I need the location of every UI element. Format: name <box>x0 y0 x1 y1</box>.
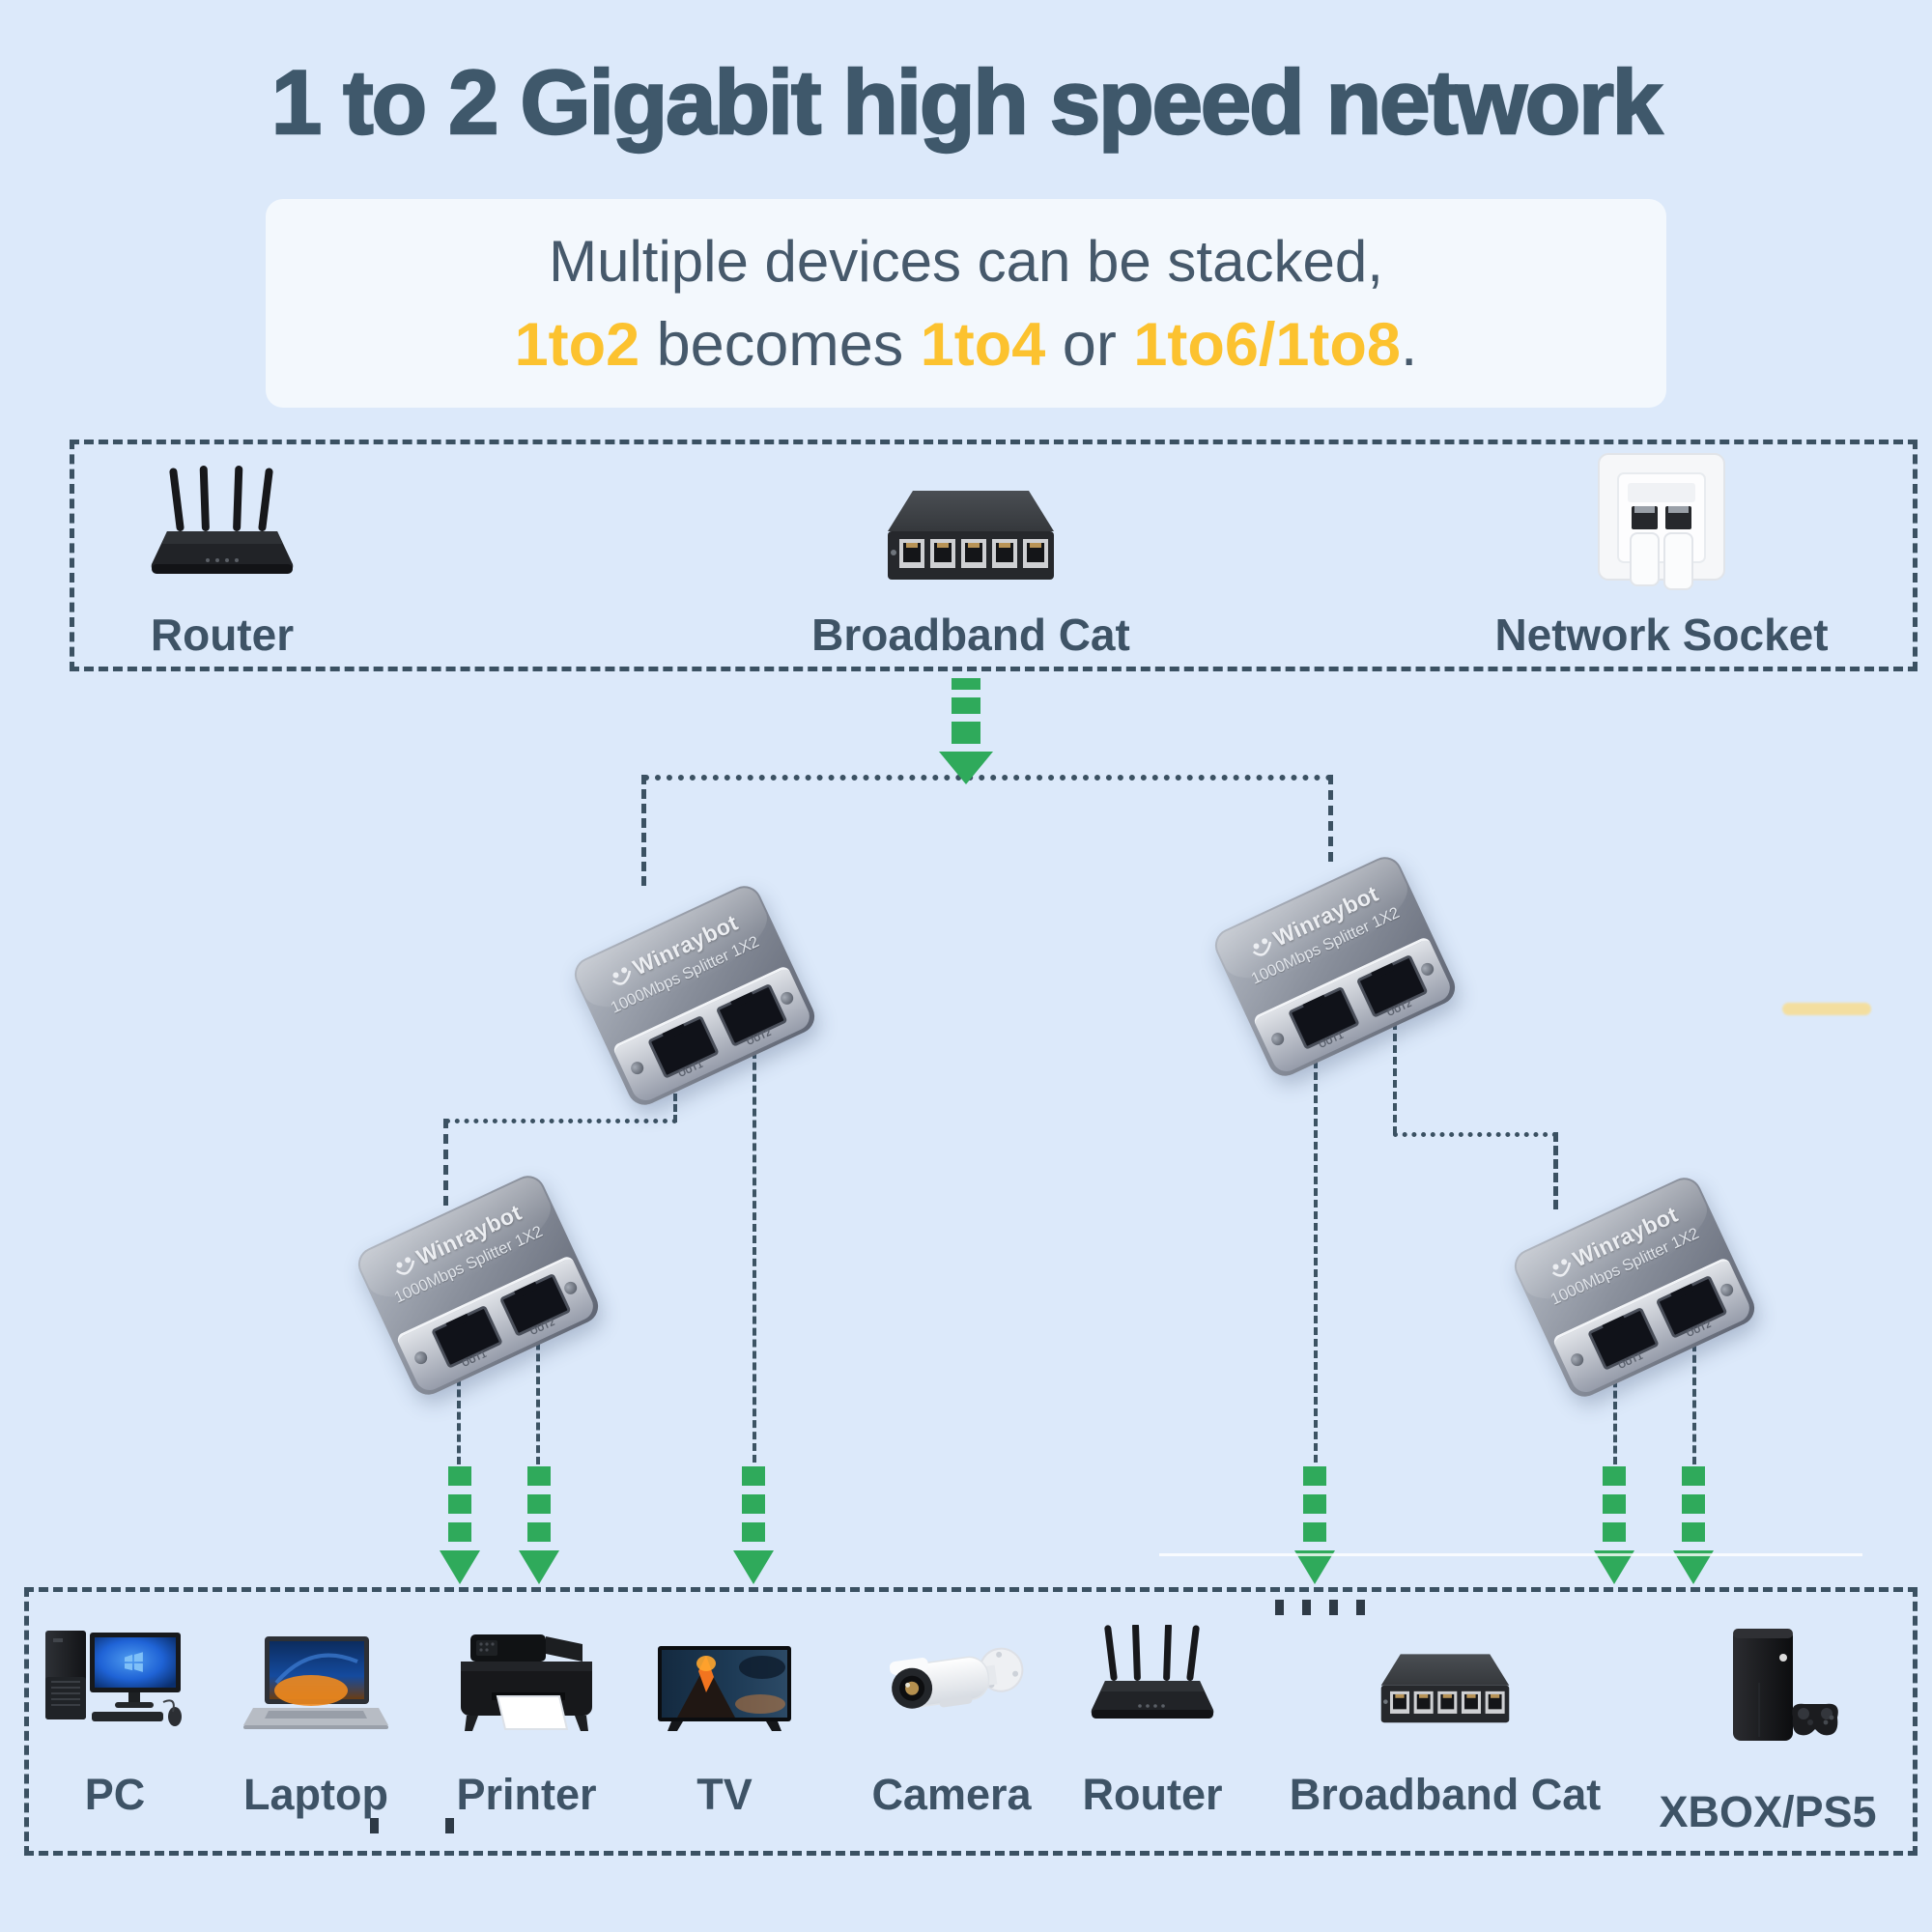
client-device-router: Router <box>1056 1625 1249 1820</box>
info-line-1: Multiple devices can be stacked, <box>549 229 1383 294</box>
tv-icon <box>656 1625 793 1733</box>
photo-artifact-line <box>1159 1553 1862 1556</box>
down-arrow-icon <box>519 1466 559 1584</box>
connector-tl-out1-across <box>445 1119 677 1123</box>
client-router-label: Router <box>1082 1770 1223 1819</box>
stack-ellipsis-dots <box>1275 1600 1365 1615</box>
down-arrow-icon <box>1673 1466 1714 1584</box>
source-devices-box <box>70 440 1918 671</box>
connector-bl-out1-down <box>457 1345 461 1464</box>
client-device-laptop: Laptop <box>219 1625 412 1820</box>
connector-tr-out2-across <box>1393 1132 1557 1137</box>
highlight-1to4: 1to4 <box>920 311 1046 379</box>
down-arrow-icon <box>939 678 993 784</box>
connector-branch-right-stub <box>1328 775 1333 862</box>
down-arrow-icon <box>440 1466 480 1584</box>
screw-icon <box>1419 960 1436 978</box>
laptop-label: Laptop <box>243 1770 388 1819</box>
connector-br-out1-down <box>1613 1347 1617 1464</box>
screw-icon <box>1719 1281 1736 1298</box>
source-device-router: Router <box>106 456 338 661</box>
screw-icon <box>412 1349 430 1367</box>
screw-icon <box>1569 1350 1586 1369</box>
wall-socket-icon <box>1588 448 1735 593</box>
pc-label: PC <box>84 1770 146 1819</box>
connector-into-bottom-left-splitter <box>443 1119 448 1206</box>
client-device-tv: TV <box>628 1625 821 1820</box>
winraybot-logo-icon <box>1253 938 1272 956</box>
client-device-xbox-ps5: XBOX/PS5 <box>1642 1625 1893 1837</box>
photo-artifact-smudge <box>1782 1003 1871 1015</box>
splitter-device-top-left: Winraybot 1000Mbps Splitter 1X2 OUT1 OUT… <box>568 880 821 1111</box>
text-period: . <box>1400 311 1418 379</box>
splitter-device-top-right: Winraybot 1000Mbps Splitter 1X2 OUT1 OUT… <box>1208 851 1462 1082</box>
connector-tr-out1-down <box>1314 1026 1318 1463</box>
router-icon <box>140 466 304 593</box>
tv-label: TV <box>696 1770 753 1819</box>
down-arrow-icon <box>1594 1466 1634 1584</box>
info-box: Multiple devices can be stacked, 1to2 be… <box>266 199 1666 408</box>
client-device-printer: Printer <box>430 1625 623 1820</box>
connector-tl-out2-down <box>753 1016 756 1463</box>
camera-icon <box>879 1625 1024 1733</box>
highlight-1to2: 1to2 <box>514 311 640 379</box>
splitter-brand: Winraybot <box>360 1186 555 1295</box>
laptop-icon <box>243 1625 388 1733</box>
connector-tr-out2-down <box>1393 987 1397 1134</box>
client-device-camera: Camera <box>845 1625 1058 1820</box>
splitter-device-bottom-left: Winraybot 1000Mbps Splitter 1X2 OUT1 OUT… <box>352 1170 605 1401</box>
source-device-network-socket: Network Socket <box>1494 453 1829 661</box>
screw-icon <box>629 1059 646 1077</box>
network-switch-icon <box>874 475 1067 593</box>
screw-icon <box>1269 1030 1287 1048</box>
screw-icon <box>779 989 796 1007</box>
client-device-pc: PC <box>18 1625 212 1820</box>
connector-branch-left-stub <box>641 775 646 886</box>
splitter-brand: Winraybot <box>577 896 772 1006</box>
client-broadband-cat-label: Broadband Cat <box>1289 1770 1602 1819</box>
splitter-device-bottom-right: Winraybot 1000Mbps Splitter 1X2 OUT1 OUT… <box>1508 1172 1761 1403</box>
connector-br-out2-down <box>1692 1310 1696 1464</box>
game-console-icon <box>1690 1625 1845 1750</box>
highlight-1to6-1to8: 1to6/1to8 <box>1133 311 1401 379</box>
text-or: or <box>1045 311 1134 379</box>
printer-label: Printer <box>456 1770 597 1819</box>
down-arrow-icon <box>733 1466 774 1584</box>
winraybot-logo-icon <box>1552 1259 1572 1277</box>
pc-icon <box>42 1625 188 1733</box>
printer-icon <box>453 1625 600 1733</box>
winraybot-logo-icon <box>612 967 632 985</box>
dash-mark <box>370 1818 379 1833</box>
network-switch-icon <box>1363 1625 1527 1733</box>
info-line-2: 1to2 becomes 1to4 or 1to6/1to8. <box>266 310 1666 380</box>
page-title: 1 to 2 Gigabit high speed network <box>270 50 1664 154</box>
connector-bl-out2-down <box>536 1308 540 1464</box>
screw-icon <box>562 1279 580 1296</box>
source-broadband-cat-label: Broadband Cat <box>811 610 1130 660</box>
winraybot-logo-icon <box>396 1257 415 1275</box>
dash-mark <box>445 1818 454 1833</box>
splitter-brand: Winraybot <box>1217 867 1412 977</box>
router-icon <box>1082 1625 1223 1733</box>
down-arrow-icon <box>1294 1466 1335 1584</box>
source-network-socket-label: Network Socket <box>1494 610 1829 660</box>
text-becomes: becomes <box>639 311 921 379</box>
source-device-broadband-cat: Broadband Cat <box>811 456 1130 661</box>
client-devices-box <box>24 1587 1918 1856</box>
xbox-ps5-label: XBOX/PS5 <box>1659 1787 1877 1836</box>
source-router-label: Router <box>150 610 295 660</box>
camera-label: Camera <box>871 1770 1032 1819</box>
client-device-broadband-cat: Broadband Cat <box>1281 1625 1609 1820</box>
splitter-brand: Winraybot <box>1517 1188 1712 1297</box>
connector-into-bottom-right-splitter <box>1553 1132 1558 1209</box>
